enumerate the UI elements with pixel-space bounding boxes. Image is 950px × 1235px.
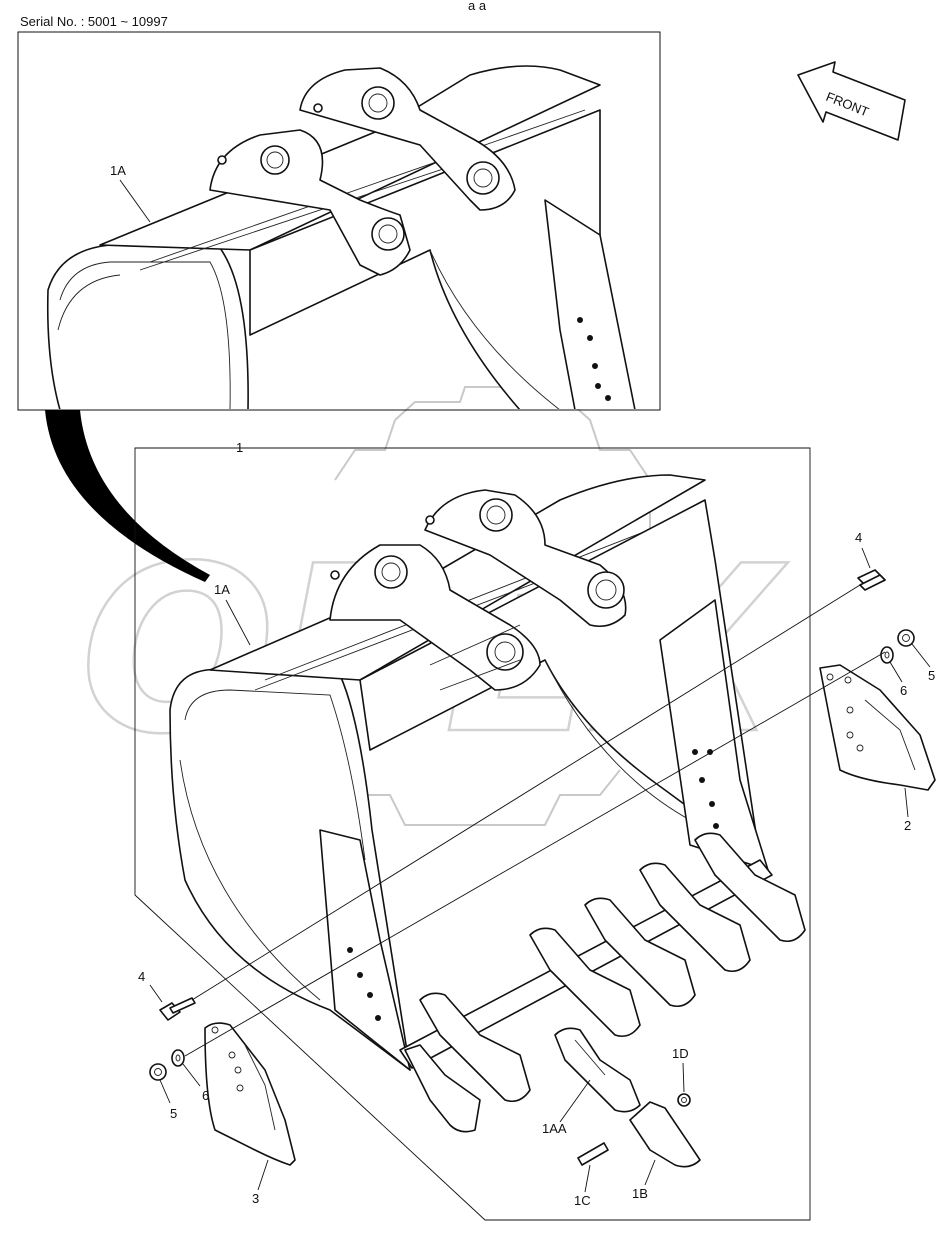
front-indicator: FRONT: [797, 61, 906, 141]
callout-2: 2: [904, 818, 911, 833]
callout-4-right: 4: [855, 530, 862, 545]
serial-number-label: Serial No. : 5001 ~ 10997: [20, 14, 168, 29]
leader-5-left: [159, 1079, 171, 1104]
leader-1d: [682, 1062, 685, 1093]
assembly-boundary: [134, 447, 811, 1221]
callout-1a-inset: 1A: [110, 163, 126, 178]
bolt-right-part: [857, 569, 886, 591]
arrow-up-left-icon: [797, 61, 906, 141]
washer-right-part: [880, 646, 894, 664]
side-cutter-left-part: [204, 1022, 296, 1166]
callout-6-left: 6: [202, 1088, 209, 1103]
callout-3: 3: [252, 1191, 259, 1206]
nut-left-part: [149, 1063, 167, 1081]
callout-1: 1: [236, 440, 243, 455]
tooth-point-part: [629, 1101, 701, 1168]
tooth-3: [529, 927, 641, 1038]
callout-1d: 1D: [672, 1046, 689, 1061]
leader-1aa: [559, 1079, 591, 1123]
callout-5-right: 5: [928, 668, 935, 683]
leader-2: [904, 787, 909, 818]
callout-1b: 1B: [632, 1186, 648, 1201]
callout-1aa: 1AA: [542, 1121, 567, 1136]
bolt-axis-line: [191, 584, 861, 1001]
leader-1b: [644, 1159, 656, 1186]
leader-4-right: [861, 547, 871, 569]
side-cutter-right-part: [819, 664, 936, 791]
leader-1a-inset: [119, 179, 151, 223]
leader-1a-main: [225, 599, 251, 646]
bucket-teeth: [404, 832, 806, 1133]
inset-panel: [17, 31, 661, 411]
leader-3: [257, 1159, 269, 1191]
washer-axis-line: [184, 651, 886, 1057]
page-mark: a a: [468, 0, 487, 13]
callout-5-left: 5: [170, 1106, 177, 1121]
leader-4-left: [149, 984, 163, 1003]
nut-right-part: [897, 629, 915, 647]
tooth-6: [694, 832, 806, 943]
tooth-2: [404, 1044, 481, 1133]
leader-1c: [584, 1164, 591, 1193]
leader-6-left: [182, 1063, 201, 1087]
zoom-arrow-icon: [45, 410, 210, 582]
leader-5-right: [911, 643, 931, 668]
bolt-left-part: [159, 997, 196, 1021]
callout-1a-main: 1A: [214, 582, 230, 597]
washer-left-part: [171, 1049, 185, 1067]
tooth-4: [584, 897, 696, 1008]
callout-4-left: 4: [138, 969, 145, 984]
tooth-assembly-part: [554, 1027, 641, 1113]
pin-part: [577, 1142, 609, 1166]
bucket-inset-drawing: [46, 65, 636, 409]
tooth-1: [419, 992, 531, 1103]
retainer-part: [677, 1093, 691, 1107]
callout-1c: 1C: [574, 1193, 591, 1208]
leader-6-right: [889, 661, 903, 683]
tooth-5: [639, 862, 751, 973]
callout-6-right: 6: [900, 683, 907, 698]
